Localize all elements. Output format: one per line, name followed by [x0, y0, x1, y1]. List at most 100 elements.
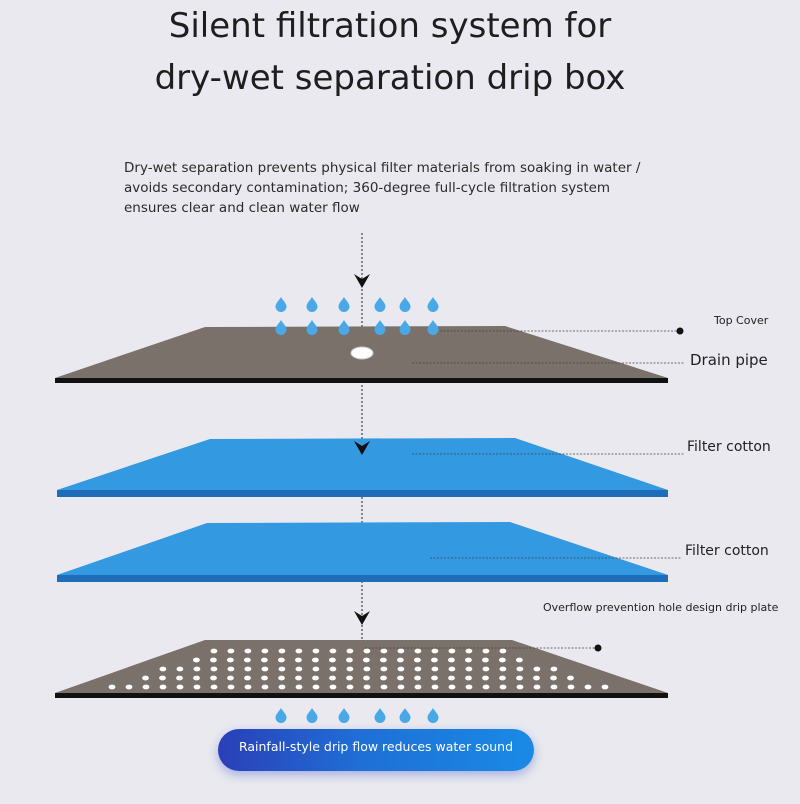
water-drop-icon: [374, 320, 386, 335]
drip-hole: [159, 684, 167, 690]
drip-hole: [312, 666, 320, 672]
drip-hole: [550, 666, 558, 672]
drip-hole: [244, 657, 251, 663]
drip-hole: [176, 675, 183, 681]
drip-hole: [465, 648, 473, 654]
feature-banner: Rainfall-style drip flow reduces water s…: [218, 729, 534, 771]
drip-hole: [397, 666, 405, 672]
label-top-cover: Top Cover: [714, 314, 769, 327]
drip-hole: [312, 657, 319, 663]
drip-hole: [125, 684, 133, 690]
drip-hole: [295, 657, 302, 663]
drip-hole: [108, 684, 116, 690]
water-drop-icon: [275, 708, 287, 723]
water-drop-icon: [427, 320, 439, 335]
drip-hole: [312, 675, 319, 681]
banner-text: Rainfall-style drip flow reduces water s…: [238, 739, 514, 754]
drip-hole: [533, 666, 541, 672]
drip-hole: [550, 675, 557, 681]
drip-hole: [193, 675, 200, 681]
drip-hole: [176, 684, 184, 690]
drip-hole: [159, 675, 166, 681]
down-arrow-icon: [354, 441, 370, 455]
drip-hole: [414, 648, 422, 654]
water-drop-icon: [275, 320, 287, 335]
drip-hole: [414, 657, 421, 663]
drip-hole: [193, 657, 200, 663]
description: Dry-wet separation prevents physical fil…: [124, 160, 641, 216]
drip-hole: [431, 675, 438, 681]
drip-hole: [312, 684, 320, 690]
drip-plate-holes: [108, 648, 609, 690]
drip-hole: [601, 684, 609, 690]
label-drip-plate: Overflow prevention hole design drip pla…: [543, 601, 779, 614]
drip-hole: [346, 675, 353, 681]
water-drop-icon: [399, 708, 411, 723]
drip-hole: [465, 666, 473, 672]
water-drop-icon: [399, 297, 411, 313]
drip-hole: [397, 675, 404, 681]
drip-hole: [346, 657, 353, 663]
drip-hole: [346, 648, 354, 654]
drip-hole: [210, 684, 218, 690]
drip-hole: [448, 648, 456, 654]
drip-hole: [380, 648, 388, 654]
drip-hole: [363, 684, 371, 690]
drip-hole: [499, 684, 507, 690]
drip-hole: [516, 657, 523, 663]
drip-hole: [380, 684, 388, 690]
drip-hole: [261, 657, 268, 663]
filter-cotton-layer-1: [57, 438, 668, 497]
label-drain-pipe: Drain pipe: [690, 351, 768, 369]
flow-arrows: [354, 274, 370, 625]
drip-hole: [533, 684, 541, 690]
drip-hole: [363, 648, 371, 654]
water-drops: [275, 297, 439, 723]
drip-hole: [159, 666, 167, 672]
drip-hole: [550, 684, 558, 690]
drip-hole: [567, 684, 575, 690]
drip-hole: [193, 684, 201, 690]
water-drop-icon: [306, 708, 318, 723]
drip-hole: [414, 666, 422, 672]
water-drop-icon: [399, 320, 411, 335]
water-drop-icon: [427, 297, 439, 313]
drip-hole: [499, 657, 506, 663]
down-arrow-icon: [354, 611, 370, 625]
drip-hole: [227, 666, 235, 672]
drip-hole: [482, 675, 489, 681]
drip-hole: [499, 648, 507, 654]
drip-hole: [278, 657, 285, 663]
drip-hole: [227, 675, 234, 681]
drip-hole: [210, 648, 218, 654]
drip-hole: [465, 675, 472, 681]
drip-hole: [193, 666, 201, 672]
drip-hole: [142, 684, 150, 690]
drip-hole: [312, 648, 320, 654]
drip-hole: [278, 666, 286, 672]
filter-cotton-layer-2: [57, 522, 668, 582]
drip-hole: [363, 657, 370, 663]
drip-hole: [363, 666, 371, 672]
drip-hole: [227, 657, 234, 663]
drip-hole: [142, 675, 149, 681]
drip-hole: [431, 648, 439, 654]
drain-pipe-hole: [350, 346, 374, 360]
drip-hole: [210, 666, 218, 672]
leader-dot-top-cover: [676, 327, 684, 335]
drip-hole: [210, 657, 217, 663]
label-filter-cotton-1: Filter cotton: [687, 439, 771, 455]
drip-hole: [380, 666, 388, 672]
top-cover-plate: [55, 326, 668, 383]
water-drop-icon: [338, 297, 350, 313]
drip-hole: [295, 666, 303, 672]
drip-hole: [295, 648, 303, 654]
title-line-1: Silent filtration system for: [168, 6, 612, 46]
drip-hole: [414, 684, 422, 690]
label-filter-cotton-2: Filter cotton: [685, 543, 769, 559]
drip-hole: [278, 684, 286, 690]
drip-hole: [448, 675, 455, 681]
drip-hole: [346, 684, 354, 690]
drip-hole: [261, 648, 269, 654]
